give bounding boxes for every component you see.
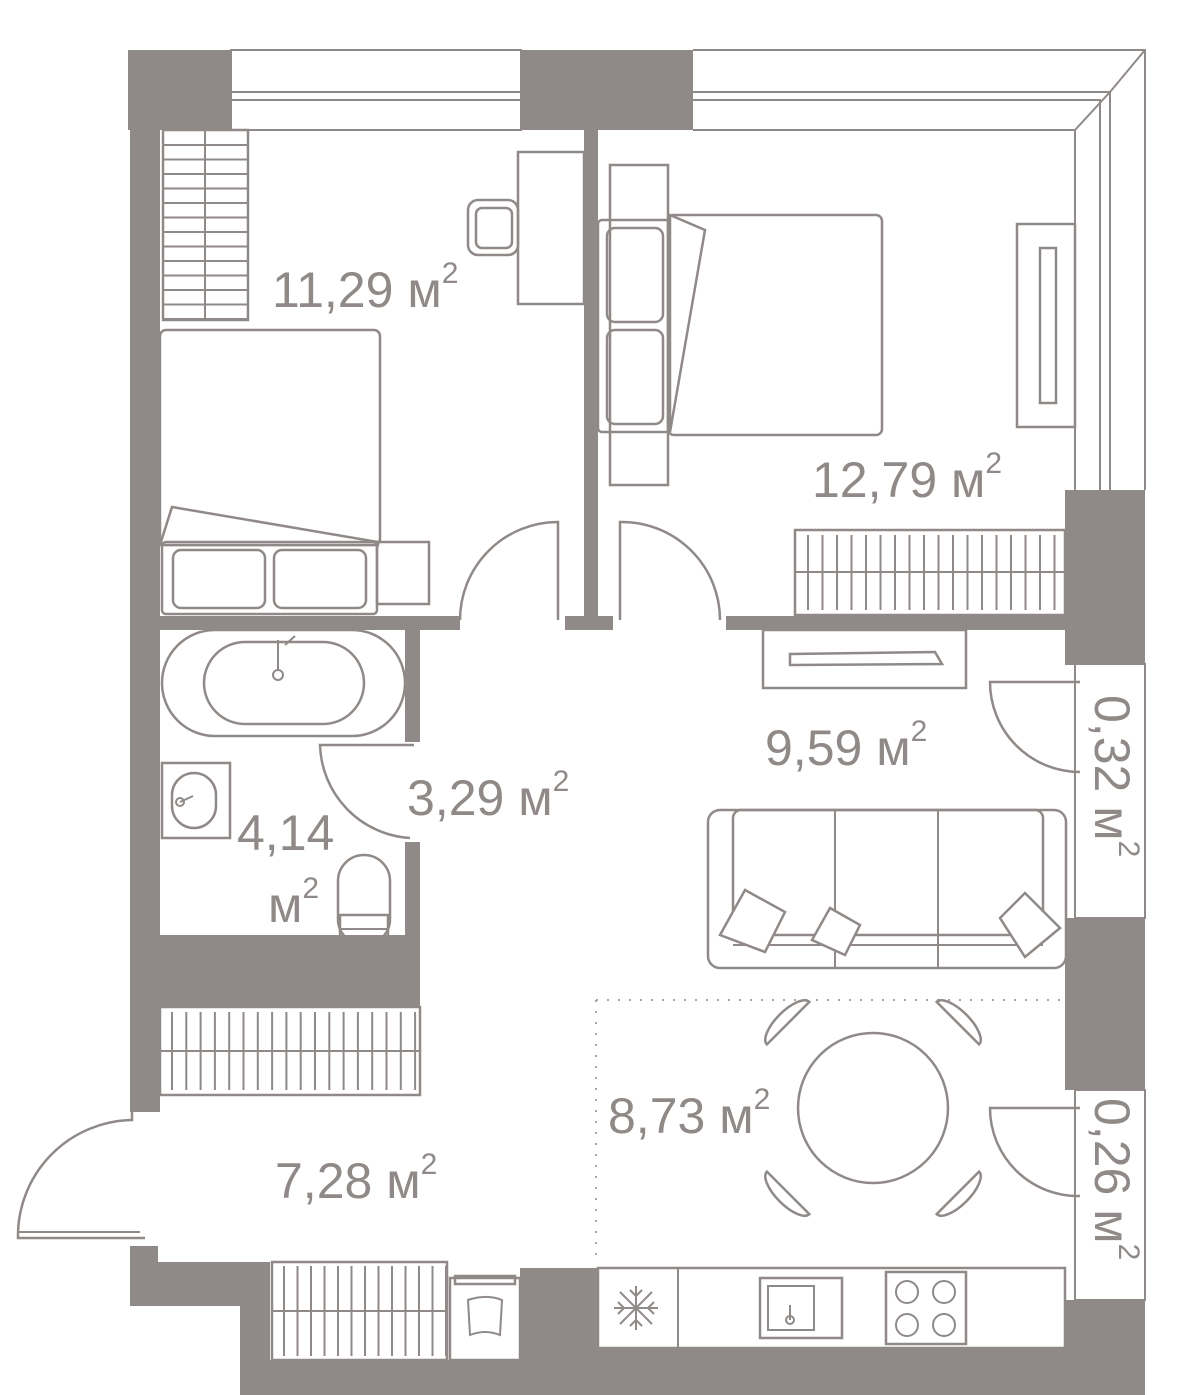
snowflake-icon bbox=[614, 1286, 658, 1330]
area-label-balcony-2: 0,26 м2 bbox=[1084, 1098, 1145, 1260]
sink-icon bbox=[758, 1276, 844, 1340]
area-label-corridor: 3,29 м2 bbox=[407, 765, 569, 826]
windows bbox=[230, 49, 1146, 1301]
area-label-bedroom-1: 11,29 м2 bbox=[272, 257, 458, 318]
bathtub-icon bbox=[160, 628, 407, 738]
kitchen bbox=[596, 1266, 1067, 1350]
bathroom-fixtures bbox=[160, 628, 407, 947]
living-furniture bbox=[706, 628, 1068, 970]
doors bbox=[16, 520, 1081, 1240]
area-labels: 11,29 м2 12,79 м2 9,59 м2 3,29 м2 4,14 м… bbox=[237, 257, 1145, 1260]
area-label-balcony-1: 0,32 м2 bbox=[1084, 695, 1145, 857]
area-label-bedroom-2: 12,79 м2 bbox=[812, 447, 1002, 508]
bedroom-2-furniture bbox=[596, 163, 1077, 617]
hall-furniture bbox=[158, 1005, 522, 1362]
dining-area bbox=[595, 999, 1063, 1262]
toilet-icon bbox=[336, 853, 392, 947]
washbasin-icon bbox=[160, 761, 232, 840]
area-label-bathroom-unit: м2 bbox=[268, 872, 319, 933]
area-label-bathroom: 4,14 bbox=[237, 805, 334, 861]
bedroom-1-furniture bbox=[158, 128, 586, 616]
stove-icon bbox=[884, 1270, 968, 1346]
area-label-hall: 7,28 м2 bbox=[275, 1148, 437, 1209]
area-label-living: 9,59 м2 bbox=[765, 715, 927, 776]
walls bbox=[128, 50, 1145, 1395]
area-label-dining: 8,73 м2 bbox=[608, 1083, 770, 1144]
